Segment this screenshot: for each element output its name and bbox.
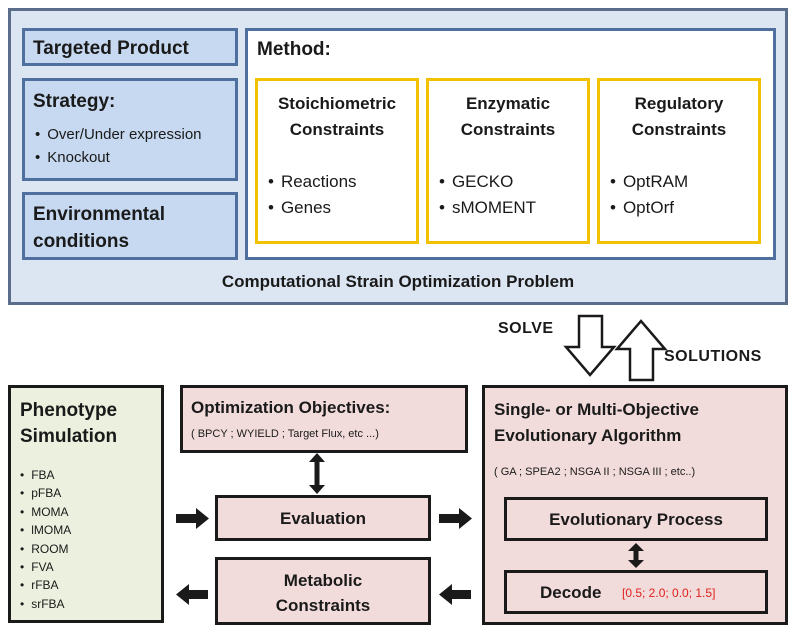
method-item: OptOrf bbox=[610, 195, 688, 221]
phenotype-item: srFBA bbox=[20, 595, 71, 613]
method-item: GECKO bbox=[439, 169, 536, 195]
regulatory-list: OptRAM OptOrf bbox=[610, 169, 688, 221]
regulatory-box: Regulatory Constraints OptRAM OptOrf bbox=[597, 78, 761, 244]
double-arrow-icon bbox=[309, 453, 325, 494]
objectives-list: ( BPCY ; WYIELD ; Target Flux, etc ...) bbox=[191, 428, 379, 440]
phenotype-item: FBA bbox=[20, 466, 71, 484]
regulatory-title: Regulatory Constraints bbox=[600, 91, 758, 143]
phenotype-title: Phenotype Simulation bbox=[20, 398, 117, 450]
metabolic-line: Metabolic bbox=[283, 571, 363, 590]
ea-title-line: Evolutionary Algorithm bbox=[494, 426, 682, 445]
right-arrow-icon bbox=[176, 508, 209, 529]
stoichiometric-title: Stoichiometric Constraints bbox=[258, 91, 416, 143]
environmental-box: Environmental conditions bbox=[22, 192, 238, 260]
stoichiometric-list: Reactions Genes bbox=[268, 169, 357, 221]
right-arrow-icon bbox=[439, 508, 472, 529]
phenotype-item: pFBA bbox=[20, 484, 71, 502]
phenotype-item: FVA bbox=[20, 558, 71, 576]
decode-box: Decode [0.5; 2.0; 0.0; 1.5] bbox=[504, 570, 768, 614]
enzymatic-box: Enzymatic Constraints GECKO sMOMENT bbox=[426, 78, 590, 244]
column-title-line: Regulatory bbox=[634, 94, 724, 113]
double-arrow-icon bbox=[628, 543, 644, 568]
phenotype-title-line: Phenotype bbox=[20, 400, 118, 421]
strategy-list: Over/Under expression Knockout bbox=[35, 123, 202, 169]
phenotype-item: lMOMA bbox=[20, 521, 71, 539]
method-item: OptRAM bbox=[610, 169, 688, 195]
problem-caption: Computational Strain Optimization Proble… bbox=[221, 272, 575, 291]
strategy-item: Over/Under expression bbox=[35, 123, 201, 146]
evolutionary-process-box: Evolutionary Process bbox=[504, 497, 768, 541]
method-title: Method: bbox=[257, 39, 331, 60]
solve-arrow-shape bbox=[563, 314, 617, 377]
column-title-line: Constraints bbox=[631, 120, 727, 139]
metabolic-label: Metabolic Constraints bbox=[218, 568, 428, 618]
column-title-line: Constraints bbox=[460, 120, 556, 139]
phenotype-item: ROOM bbox=[20, 540, 71, 558]
phenotype-title-line: Simulation bbox=[20, 426, 118, 447]
left-arrow-icon bbox=[176, 584, 208, 605]
method-item: Reactions bbox=[268, 169, 357, 195]
ea-list: ( GA ; SPEA2 ; NSGA II ; NSGA III ; etc.… bbox=[494, 466, 696, 478]
targeted-product-box: Targeted Product bbox=[22, 28, 238, 66]
targeted-product-label: Targeted Product bbox=[33, 38, 189, 59]
column-title-line: Stoichiometric bbox=[277, 94, 397, 113]
solve-label: SOLVE bbox=[498, 320, 554, 337]
decode-label: Decode bbox=[540, 583, 602, 602]
column-title-line: Enzymatic bbox=[465, 94, 551, 113]
ea-title-line: Single- or Multi-Objective bbox=[494, 400, 699, 419]
phenotype-box: Phenotype Simulation FBA pFBA MOMA lMOMA… bbox=[8, 385, 164, 623]
metabolic-line: Constraints bbox=[275, 596, 371, 615]
solutions-label: SOLUTIONS bbox=[664, 348, 762, 365]
column-title-line: Constraints bbox=[289, 120, 385, 139]
environmental-line: Environmental bbox=[33, 204, 165, 225]
evaluation-label: Evaluation bbox=[280, 509, 366, 528]
strategy-title: Strategy: bbox=[33, 91, 116, 112]
objectives-box: Optimization Objectives: ( BPCY ; WYIELD… bbox=[180, 385, 468, 453]
method-item: Genes bbox=[268, 195, 357, 221]
phenotype-item: rFBA bbox=[20, 576, 71, 594]
environmental-label: Environmental conditions bbox=[33, 201, 165, 255]
enzymatic-list: GECKO sMOMENT bbox=[439, 169, 536, 221]
strategy-box: Strategy: Over/Under expression Knockout bbox=[22, 78, 238, 181]
evaluation-box: Evaluation bbox=[215, 495, 431, 541]
phenotype-list: FBA pFBA MOMA lMOMA ROOM FVA rFBA srFBA bbox=[20, 466, 71, 613]
environmental-line: conditions bbox=[33, 231, 130, 252]
method-item: sMOMENT bbox=[439, 195, 536, 221]
ea-title: Single- or Multi-Objective Evolutionary … bbox=[494, 397, 699, 449]
metabolic-box: Metabolic Constraints bbox=[215, 557, 431, 625]
phenotype-item: MOMA bbox=[20, 503, 71, 521]
enzymatic-title: Enzymatic Constraints bbox=[429, 91, 587, 143]
evolutionary-process-label: Evolutionary Process bbox=[549, 510, 723, 529]
left-arrow-icon bbox=[439, 584, 471, 605]
strategy-item: Knockout bbox=[35, 146, 202, 169]
decode-values: [0.5; 2.0; 0.0; 1.5] bbox=[622, 586, 716, 600]
objectives-title: Optimization Objectives: bbox=[191, 398, 391, 417]
stoichiometric-box: Stoichiometric Constraints Reactions Gen… bbox=[255, 78, 419, 244]
solutions-arrow-shape bbox=[614, 319, 668, 382]
